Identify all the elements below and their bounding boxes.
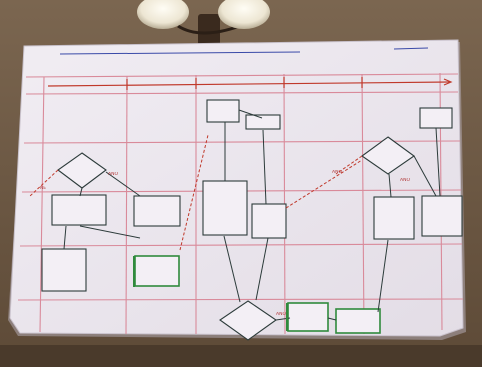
decision-diamond-2 [361,136,415,175]
process-box-6 [202,180,248,236]
connectors-ink [63,109,441,321]
process-box-8 [373,196,415,240]
green-box-3 [335,308,381,334]
process-box-9 [421,195,463,237]
connector-label-3: ANO [332,170,342,175]
process-box-4 [206,99,240,123]
connector-label-1: NE [39,186,47,191]
lamp-globe-right [218,0,270,29]
connector-label-5: ANO [276,312,286,317]
phase-arrow [47,77,453,90]
decision-diamond-3 [219,300,277,341]
decision-diamonds [57,136,415,341]
process-box-10 [419,107,453,129]
green-box-1 [134,255,180,287]
green-accents [133,256,288,331]
process-box-1 [51,194,107,226]
connectors-red [29,134,363,251]
wall-lamp [137,0,270,48]
connectors-blue [59,47,429,55]
floor-shadow [0,345,482,367]
green-box-2 [287,302,329,332]
green-boxes [134,255,381,334]
process-box-3 [41,248,87,292]
connector-label-4: ANO [400,178,410,183]
process-boxes [41,99,463,292]
process-box-5 [245,114,281,130]
connector-label-2: ANO [108,172,118,177]
process-box-7 [251,203,287,239]
lamp-globe-left [137,0,189,29]
process-box-2 [133,195,181,227]
